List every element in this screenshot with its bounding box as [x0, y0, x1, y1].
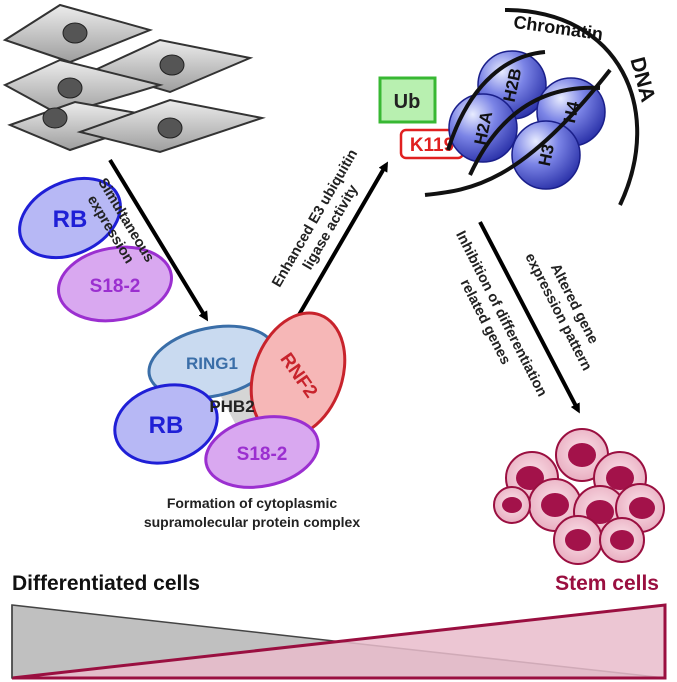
spindle-cell	[7, 100, 166, 152]
k119-label: K119	[410, 135, 454, 156]
spindle-cell	[2, 58, 164, 117]
complex-line2: supramolecular protein complex	[143, 514, 361, 530]
histone-h3: H3	[511, 120, 581, 190]
rb-label-free: RB	[53, 206, 88, 233]
histone-h4-label: H4	[560, 99, 583, 125]
dna-wrap-strand	[424, 68, 612, 197]
s18-2-label-complex: S18-2	[237, 444, 288, 465]
complex-formation-caption: Formation of cytoplasmic supramolecular …	[112, 494, 392, 532]
s18-2-label-free: S18-2	[90, 276, 141, 297]
rb-protein-free: RB	[18, 176, 122, 260]
spindle-cell	[76, 98, 266, 154]
histone-h3-label: H3	[535, 142, 558, 167]
dna-label: DNA	[625, 55, 659, 105]
rb-protein-complex: RB	[113, 383, 219, 465]
dna-wrap-strand	[468, 85, 601, 176]
arrow-simultaneous	[108, 158, 209, 322]
differentiated-cells-label: Differentiated cells	[12, 572, 200, 595]
stem-cell	[553, 515, 603, 565]
differentiated-cells-cluster	[2, 3, 266, 154]
rb-label-complex: RB	[149, 412, 184, 439]
stem-cell	[599, 517, 645, 563]
dna-wrap-strand	[446, 50, 546, 151]
differentiation-gradient-bar	[11, 603, 667, 680]
stem-cells-label: Stem cells	[555, 572, 659, 595]
phb2-label: PHB2	[209, 397, 254, 416]
s18-2-protein-complex: S18-2	[204, 415, 320, 489]
nucleosome: H2B H2A H4 H3 Chromatin DNA	[424, 8, 659, 206]
stem-cells-cluster	[493, 428, 665, 565]
supramolecular-complex: RING1 RNF2 RB S18-2 PHB2	[113, 311, 347, 489]
ub-label: Ub	[394, 91, 421, 113]
complex-line1: Formation of cytoplasmic	[166, 495, 338, 511]
arrow-enhanced	[294, 161, 389, 322]
ubiquitin-tag: Ub	[378, 76, 437, 124]
stem-cell	[493, 486, 531, 524]
spindle-cell	[2, 3, 154, 64]
k119-residue: K119	[399, 128, 465, 160]
arrow-altered	[478, 221, 580, 414]
ring1-label: RING1	[186, 354, 238, 373]
stem-triangle	[11, 603, 667, 680]
dna-strand-outer	[504, 8, 640, 206]
s18-2-protein-free: S18-2	[57, 245, 173, 323]
rnf2-protein: RNF2	[249, 311, 347, 439]
